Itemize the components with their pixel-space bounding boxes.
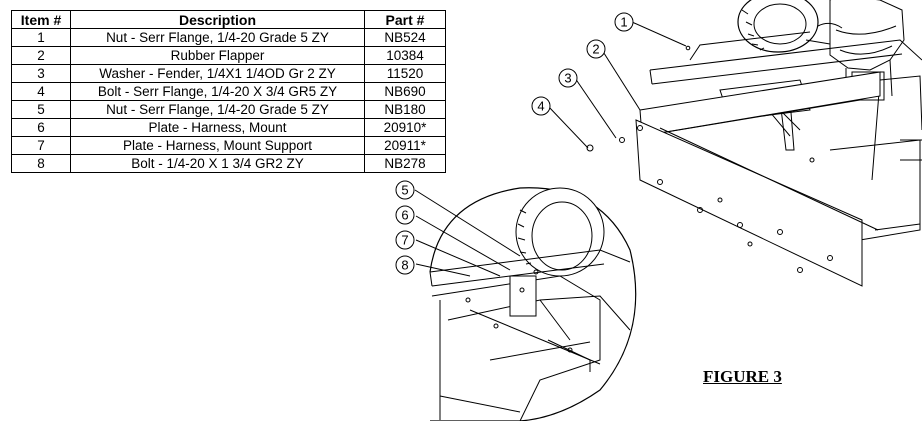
callout-label: 4 bbox=[537, 99, 544, 114]
figure-caption: FIGURE 3 bbox=[703, 367, 782, 386]
callout-label: 1 bbox=[620, 15, 627, 30]
main-assembly-view bbox=[547, 0, 922, 287]
callout-label: 2 bbox=[592, 42, 599, 57]
callout-7: 7 bbox=[395, 230, 415, 250]
table-row: 6 Plate - Harness, Mount 20910* bbox=[11, 118, 446, 137]
callout-1: 1 bbox=[614, 12, 634, 32]
detail-frame bbox=[429, 249, 631, 421]
callout-label: 3 bbox=[564, 71, 571, 86]
tire-upper bbox=[737, 0, 819, 53]
parts-table: Item # Description Part # 1 Nut - Serr F… bbox=[11, 10, 446, 173]
callout-2: 2 bbox=[586, 39, 606, 59]
cell-part: NB180 bbox=[364, 100, 446, 119]
tire-lower bbox=[515, 187, 605, 277]
callout-label: 8 bbox=[401, 258, 408, 273]
mower-deck-frame bbox=[649, 31, 922, 241]
cell-description: Washer - Fender, 1/4X1 1/4OD Gr 2 ZY bbox=[70, 64, 365, 83]
callout-6: 6 bbox=[395, 205, 415, 225]
callout-3: 3 bbox=[558, 68, 578, 88]
callout-label: 6 bbox=[401, 208, 408, 223]
table-row: 7 Plate - Harness, Mount Support 20911* bbox=[11, 136, 446, 155]
cell-description: Nut - Serr Flange, 1/4-20 Grade 5 ZY bbox=[70, 100, 365, 119]
table-row: 8 Bolt - 1/4-20 X 1 3/4 GR2 ZY NB278 bbox=[11, 154, 446, 173]
cell-description: Plate - Harness, Mount Support bbox=[70, 136, 365, 155]
callout-label: 7 bbox=[401, 233, 408, 248]
cell-description: Bolt - 1/4-20 X 1 3/4 GR2 ZY bbox=[70, 154, 365, 173]
callout-8: 8 bbox=[395, 255, 415, 275]
cell-description: Plate - Harness, Mount bbox=[70, 118, 365, 137]
bolt-markers bbox=[586, 45, 833, 273]
table-row: 2 Rubber Flapper 10384 bbox=[11, 46, 446, 65]
cell-part: 20911* bbox=[364, 136, 446, 155]
detail-view bbox=[414, 187, 637, 421]
callout-circles: 1 2 3 4 5 6 7 8 bbox=[395, 12, 634, 275]
callout-5: 5 bbox=[395, 180, 415, 200]
callout-4: 4 bbox=[531, 96, 551, 116]
rubber-flapper bbox=[635, 71, 881, 287]
cell-part: 10384 bbox=[364, 46, 446, 65]
cell-part: NB690 bbox=[364, 82, 446, 101]
cell-part: NB278 bbox=[364, 154, 446, 173]
callout-label: 5 bbox=[401, 183, 408, 198]
table-row: 3 Washer - Fender, 1/4X1 1/4OD Gr 2 ZY 1… bbox=[11, 64, 446, 83]
table-row: 5 Nut - Serr Flange, 1/4-20 Grade 5 ZY N… bbox=[11, 100, 446, 119]
